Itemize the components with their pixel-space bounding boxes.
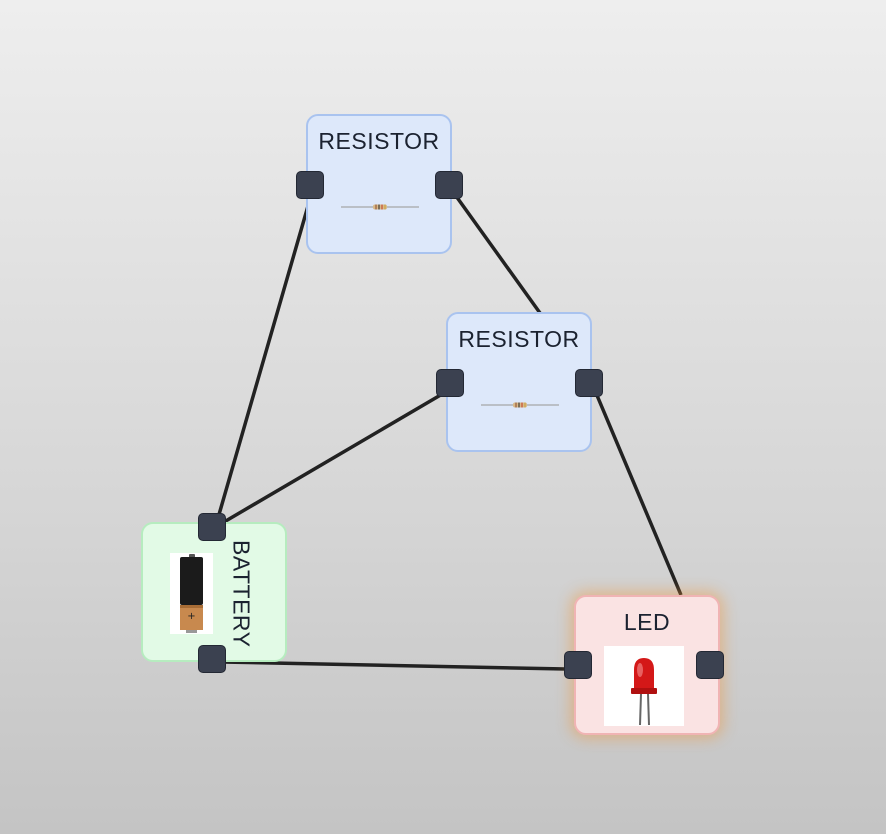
battery-icon: + bbox=[170, 553, 213, 634]
node-title: LED bbox=[623, 609, 671, 635]
wire-battery-led[interactable] bbox=[221, 660, 567, 671]
node-title: BATTERY bbox=[228, 540, 255, 648]
resistor-2-right-port[interactable] bbox=[575, 369, 603, 397]
wire-r1-r2[interactable] bbox=[454, 194, 542, 315]
resistor-node[interactable]: RESISTOR bbox=[446, 312, 592, 452]
led-node[interactable]: LED bbox=[574, 595, 720, 735]
battery-bottom-port[interactable] bbox=[198, 645, 226, 673]
resistor-1-right-port[interactable] bbox=[435, 171, 463, 199]
node-title: RESISTOR bbox=[318, 128, 440, 154]
resistor-icon bbox=[481, 402, 559, 408]
battery-node[interactable]: + BATTERY bbox=[141, 522, 287, 662]
wire-r2-led[interactable] bbox=[594, 392, 683, 596]
svg-text:+: + bbox=[187, 611, 195, 622]
wire-r1-battery[interactable] bbox=[216, 205, 310, 519]
battery-top-port[interactable] bbox=[198, 513, 226, 541]
resistor-node[interactable]: RESISTOR bbox=[306, 114, 452, 254]
resistor-1-left-port[interactable] bbox=[296, 171, 324, 199]
led-right-port[interactable] bbox=[696, 651, 724, 679]
node-title: RESISTOR bbox=[458, 326, 580, 352]
led-icon bbox=[604, 646, 684, 726]
resistor-icon bbox=[341, 204, 419, 210]
wire-r2-battery[interactable] bbox=[223, 391, 445, 524]
led-left-port[interactable] bbox=[564, 651, 592, 679]
resistor-2-left-port[interactable] bbox=[436, 369, 464, 397]
